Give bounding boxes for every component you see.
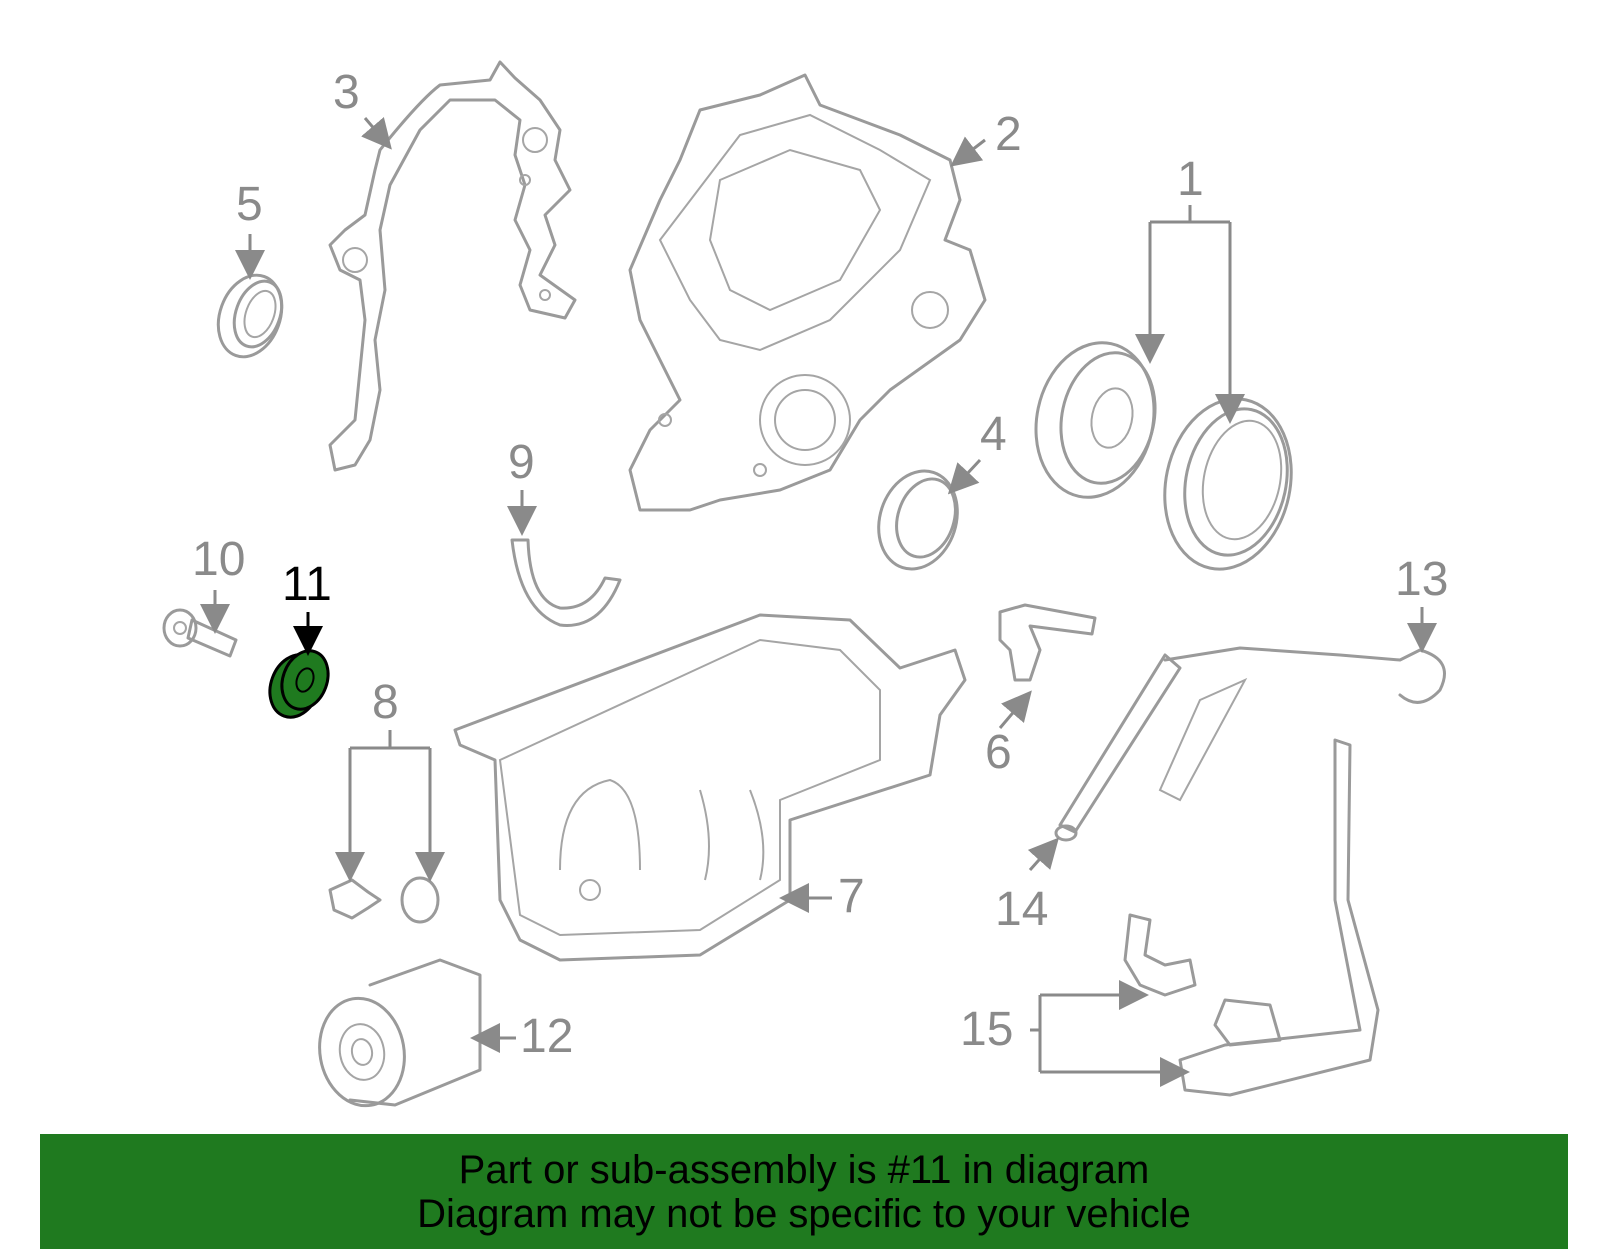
part-5-seal[interactable] (207, 266, 292, 365)
callout-13: 13 (1395, 553, 1448, 606)
callout-2: 2 (995, 108, 1022, 161)
part-13-dipstick[interactable] (1158, 646, 1446, 802)
callout-4: 4 (980, 408, 1007, 461)
part-7-oil-pan[interactable] (453, 613, 967, 962)
part-14-dipstick-tube[interactable] (1054, 653, 1182, 842)
callout-9: 9 (508, 436, 535, 489)
part-1-damper-pulley[interactable] (1022, 332, 1306, 581)
part-8-drain-plug[interactable] (328, 876, 440, 924)
callout-1: 1 (1177, 153, 1204, 206)
part-6-sensor[interactable] (998, 603, 1097, 682)
banner-line-1: Part or sub-assembly is #11 in diagram (458, 1147, 1150, 1192)
part-10-bolt[interactable] (162, 608, 238, 658)
callout-3: 3 (333, 66, 360, 119)
callout-10: 10 (192, 533, 245, 586)
info-banner: Part or sub-assembly is #11 in diagram D… (40, 1134, 1568, 1249)
callout-5: 5 (236, 178, 263, 231)
callout-11: 11 (282, 558, 332, 611)
callout-14: 14 (995, 883, 1048, 936)
callout-8: 8 (372, 676, 399, 729)
part-3-gasket[interactable] (328, 60, 577, 472)
part-11-plug-highlighted[interactable] (262, 644, 336, 724)
banner-line-2: Diagram may not be specific to your vehi… (417, 1191, 1191, 1236)
callout-7: 7 (838, 870, 865, 923)
part-15-sensor-harness[interactable] (1123, 738, 1380, 1097)
callout-15: 15 (960, 1003, 1013, 1056)
part-2-timing-cover[interactable] (628, 73, 987, 512)
part-4-seal[interactable] (866, 461, 969, 580)
callout-12: 12 (520, 1010, 573, 1063)
part-12-oil-filter[interactable] (311, 958, 482, 1112)
part-9-rear-seal[interactable] (510, 538, 622, 627)
callout-6: 6 (985, 726, 1012, 779)
